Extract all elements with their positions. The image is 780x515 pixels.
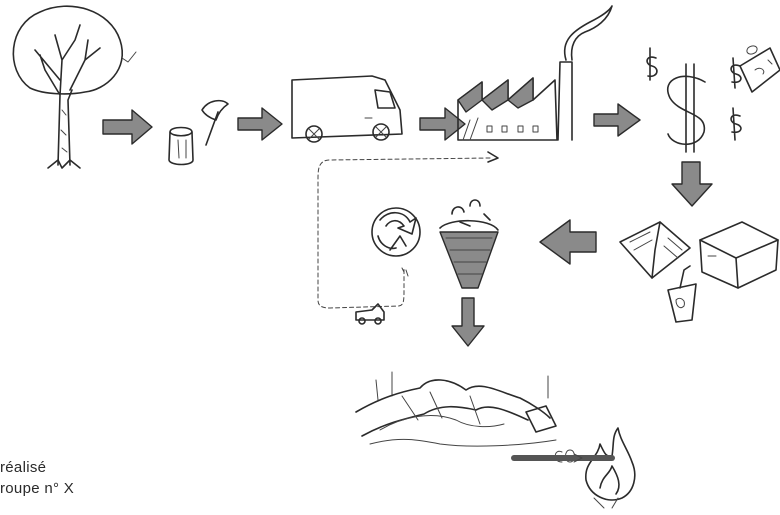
axe-icon (202, 101, 228, 145)
arrow-down-icon (452, 298, 484, 346)
landfill-icon (356, 372, 556, 446)
stump-icon (169, 128, 193, 165)
truck-icon (292, 76, 402, 142)
credit-line-group: roupe n° X (0, 480, 74, 497)
box-icon (700, 222, 778, 288)
money-icon (647, 46, 780, 152)
arrow-right-icon (103, 110, 152, 144)
fire-icon (514, 428, 635, 508)
book-icon (620, 222, 690, 278)
cup-icon (668, 266, 696, 322)
arrow-down-icon (672, 162, 712, 206)
factory-icon (458, 6, 612, 140)
arrow-right-icon (594, 104, 640, 136)
recycle-icon (372, 208, 420, 276)
credit-line-made-by: réalisé (0, 459, 46, 476)
trash-bin-icon (440, 200, 498, 288)
arrow-right-icon (238, 108, 282, 140)
tree-icon (13, 6, 136, 168)
arrow-left-icon (540, 220, 596, 264)
